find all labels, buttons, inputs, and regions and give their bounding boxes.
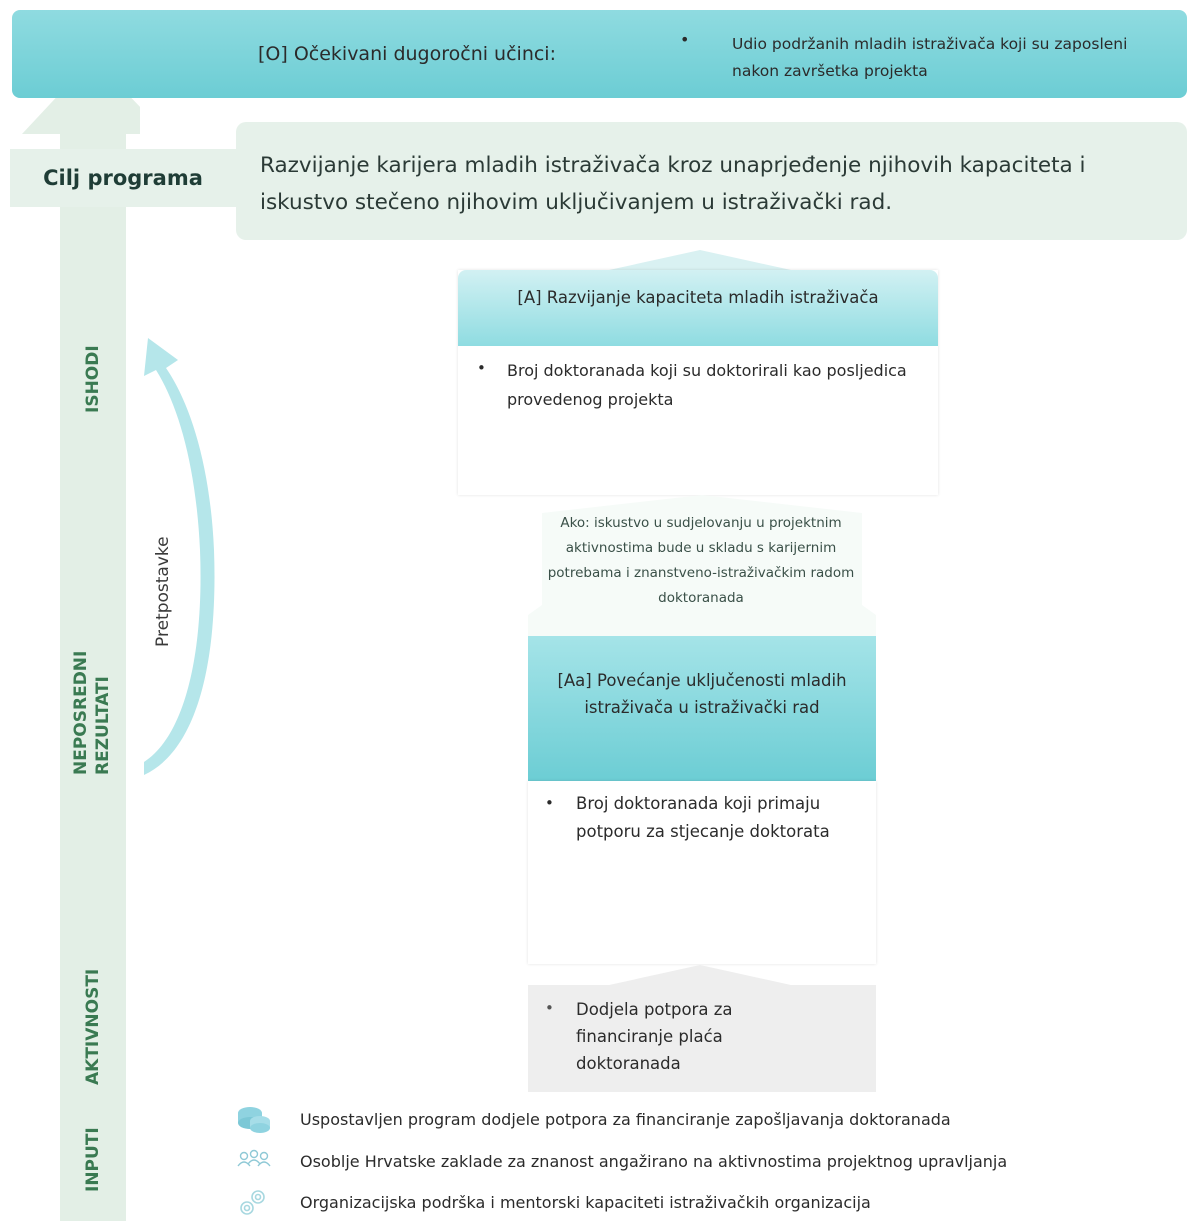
input-text: Uspostavljen program dodjele potpora za … (300, 1109, 951, 1129)
outcome-a-indicator: Broj doktoranada koji su doktorirali kao… (507, 361, 907, 409)
long-term-effects-banner (12, 10, 1187, 98)
output-aa-box (528, 781, 876, 964)
assumptions-curved-arrow (144, 338, 215, 775)
input-item: Uspostavljen program dodjele potpora za … (236, 1104, 951, 1134)
long-term-effects-indicator: Udio podržanih mladih istraživača koji s… (732, 35, 1128, 80)
output-aa-header (528, 636, 876, 781)
assumption-text: Ako: iskustvo u sudjelovanju u projektni… (547, 515, 855, 606)
goal-text: Razvijanje karijera mladih istraživača k… (260, 153, 1086, 215)
stage-label-outcomes: ISHODI (83, 345, 103, 413)
stage-label-inputs: INPUTI (83, 1127, 103, 1192)
gears-icon (236, 1187, 272, 1217)
output-aa-indicator: Broj doktoranada koji primaju potporu za… (576, 794, 830, 841)
input-item: Osoblje Hrvatske zaklade za znanost anga… (236, 1146, 1007, 1176)
goal-box (236, 122, 1187, 240)
input-text: Organizacijska podrška i mentorski kapac… (300, 1192, 871, 1212)
long-term-effects-title: [O] Očekivani dugoročni učinci: (258, 43, 556, 65)
vertical-progress-arrow (22, 58, 140, 1221)
outcome-a-header (458, 270, 938, 346)
people-icon (236, 1146, 272, 1176)
long-term-bullet: • (680, 30, 690, 49)
outcome-a-title: [A] Razvijanje kapaciteta mladih istraži… (517, 288, 879, 307)
stage-label-outputs-text: NEPOSREDNI REZULTATI (71, 650, 113, 775)
activity-bullet: • (545, 999, 554, 1017)
input-text: Osoblje Hrvatske zaklade za znanost anga… (300, 1151, 1008, 1171)
connector-arrow-a-goal (600, 250, 800, 272)
connector-arrow-activity-output (600, 965, 800, 987)
stage-label-outputs: NEPOSREDNI REZULTATI (70, 625, 120, 775)
activity-text: Dodjela potpora za financiranje plaća do… (576, 1000, 733, 1073)
coins-icon (236, 1104, 272, 1134)
goal-label-text: Cilj programa (43, 166, 203, 190)
input-item: Organizacijska podrška i mentorski kapac… (236, 1187, 871, 1217)
goal-label: Cilj programa (10, 149, 236, 207)
outcome-a-bullet: • (477, 359, 486, 377)
output-aa-title: [Aa] Povećanje uključenosti mladih istra… (557, 671, 847, 717)
assumptions-label: Pretpostavke (153, 536, 173, 648)
stage-label-activities: AKTIVNOSTI (83, 968, 103, 1085)
activity-box (528, 985, 876, 1092)
assumption-arrow-shape (528, 495, 876, 637)
output-aa-bullet: • (545, 794, 554, 812)
